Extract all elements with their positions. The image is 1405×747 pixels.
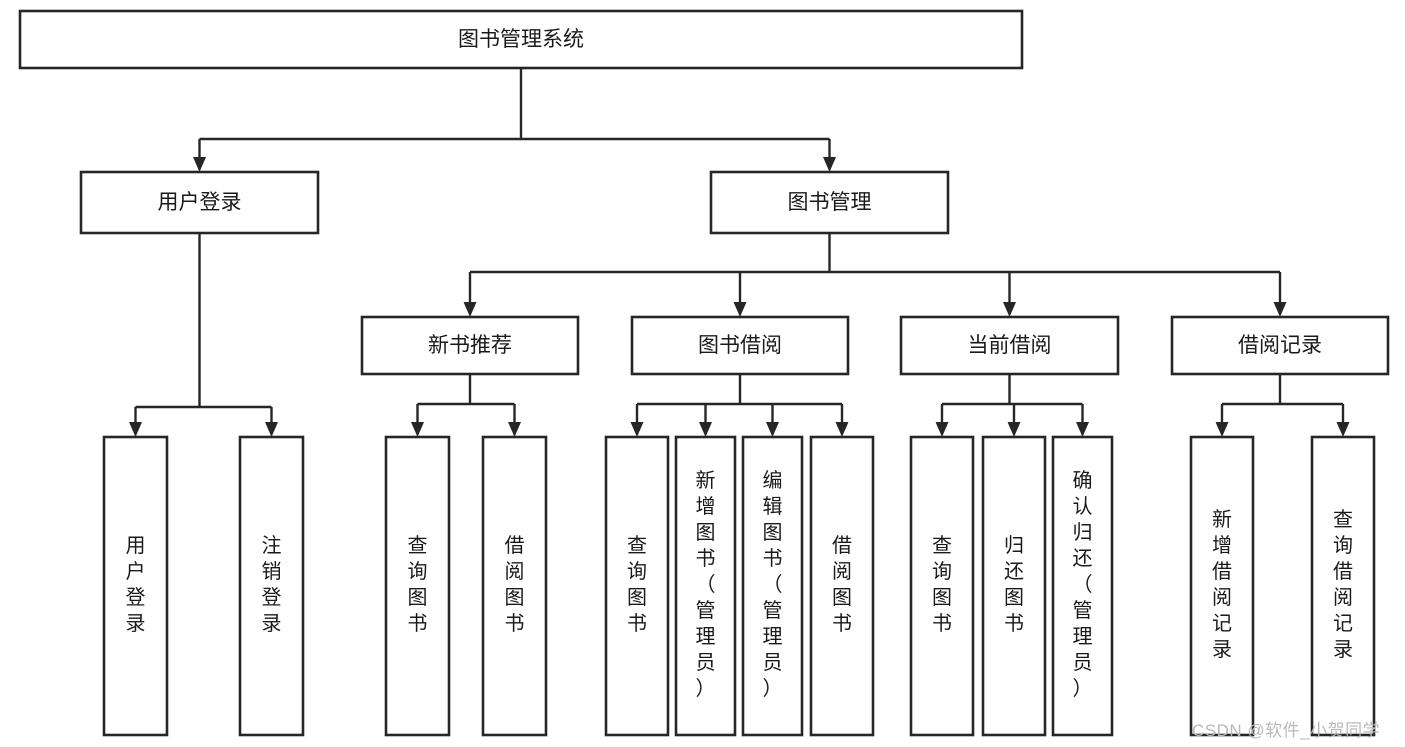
node-box — [79, 170, 320, 235]
node-leaf-add-record[interactable]: 新增借阅记录 — [1189, 435, 1255, 737]
node-leaf-edit-book[interactable]: 编辑图书（管理员） — [741, 435, 804, 737]
arrow-head-icon — [508, 422, 521, 437]
arrow-head-icon — [699, 422, 712, 437]
arrow-head-icon — [835, 422, 849, 437]
node-box — [741, 435, 804, 737]
node-label: 新书推荐 — [428, 334, 512, 357]
node-label: 归还图书 — [1004, 534, 1024, 635]
node-box — [1189, 435, 1255, 737]
node-label: 编辑图书（管理员） — [763, 469, 783, 700]
node-root[interactable]: 图书管理系统 — [18, 9, 1024, 70]
node-box — [360, 315, 580, 376]
node-label: 用户登录 — [126, 535, 146, 635]
node-book-borrow[interactable]: 图书借阅 — [630, 315, 850, 376]
node-leaf-user-login[interactable]: 用户登录 — [102, 435, 169, 737]
node-box — [481, 435, 548, 737]
node-leaf-borrow-book-1[interactable]: 借阅图书 — [481, 435, 548, 737]
node-box — [1310, 435, 1376, 737]
arrow-head-icon — [193, 157, 206, 172]
node-label: 借阅图书 — [832, 534, 852, 635]
arrow-head-icon — [463, 302, 477, 317]
node-label: 图书借阅 — [698, 334, 782, 357]
node-label: 用户登录 — [158, 191, 242, 214]
node-layer: 图书管理系统用户登录图书管理新书推荐图书借阅当前借阅借阅记录用户登录注销登录查询… — [18, 9, 1390, 737]
arrow-head-icon — [1336, 422, 1350, 437]
node-label: 图书管理 — [788, 191, 872, 214]
node-label: 新增图书（管理员） — [696, 469, 716, 700]
node-label: 查询图书 — [627, 534, 647, 635]
arrow-head-icon — [766, 422, 779, 437]
node-label: 注销登录 — [262, 534, 282, 635]
node-leaf-query-book-1[interactable]: 查询图书 — [384, 435, 451, 737]
node-box — [899, 315, 1120, 376]
node-box — [238, 435, 305, 737]
node-box — [18, 9, 1024, 70]
node-box — [981, 435, 1047, 737]
node-label: 当前借阅 — [968, 334, 1052, 357]
arrow-head-icon — [1003, 302, 1016, 317]
node-box — [604, 435, 670, 737]
arrow-head-icon — [630, 422, 644, 437]
arrow-head-icon — [823, 157, 836, 172]
arrow-head-icon — [935, 422, 949, 437]
node-label: 查询图书 — [932, 534, 952, 635]
arrow-head-icon — [129, 422, 142, 437]
node-box — [630, 315, 850, 376]
node-box — [384, 435, 451, 737]
node-leaf-query-book-2[interactable]: 查询图书 — [604, 435, 670, 737]
arrow-head-icon — [1076, 422, 1089, 437]
arrow-head-icon — [1215, 422, 1229, 437]
node-leaf-query-book-3[interactable]: 查询图书 — [909, 435, 975, 737]
node-box — [1170, 315, 1390, 376]
arrow-head-icon — [411, 422, 424, 437]
arrow-head-icon — [1007, 422, 1021, 437]
arrow-head-icon — [733, 302, 747, 317]
node-label: 新增借阅记录 — [1212, 508, 1232, 661]
node-label: 确认归还（管理员） — [1073, 469, 1093, 700]
node-label: 查询图书 — [408, 534, 428, 635]
node-label: 查询借阅记录 — [1333, 508, 1353, 661]
node-leaf-borrow-book-2[interactable]: 借阅图书 — [809, 435, 875, 737]
node-user-login[interactable]: 用户登录 — [79, 170, 320, 235]
arrow-head-icon — [1273, 302, 1287, 317]
arrow-head-icon — [265, 422, 278, 437]
connector-layer — [129, 68, 1350, 437]
node-box — [809, 435, 875, 737]
node-leaf-logout[interactable]: 注销登录 — [238, 435, 305, 737]
node-box — [102, 435, 169, 737]
node-box — [1051, 435, 1114, 737]
node-leaf-return-book[interactable]: 归还图书 — [981, 435, 1047, 737]
node-label: 借阅图书 — [505, 534, 525, 635]
node-box — [674, 435, 737, 737]
node-leaf-confirm-return[interactable]: 确认归还（管理员） — [1051, 435, 1114, 737]
node-leaf-query-record[interactable]: 查询借阅记录 — [1310, 435, 1376, 737]
node-box — [709, 170, 950, 235]
node-current-borrow[interactable]: 当前借阅 — [899, 315, 1120, 376]
node-label: 图书管理系统 — [458, 28, 584, 51]
node-book-manage[interactable]: 图书管理 — [709, 170, 950, 235]
node-borrow-record[interactable]: 借阅记录 — [1170, 315, 1390, 376]
node-leaf-add-book[interactable]: 新增图书（管理员） — [674, 435, 737, 737]
node-box — [909, 435, 975, 737]
node-label: 借阅记录 — [1238, 334, 1322, 357]
node-new-book-rec[interactable]: 新书推荐 — [360, 315, 580, 376]
